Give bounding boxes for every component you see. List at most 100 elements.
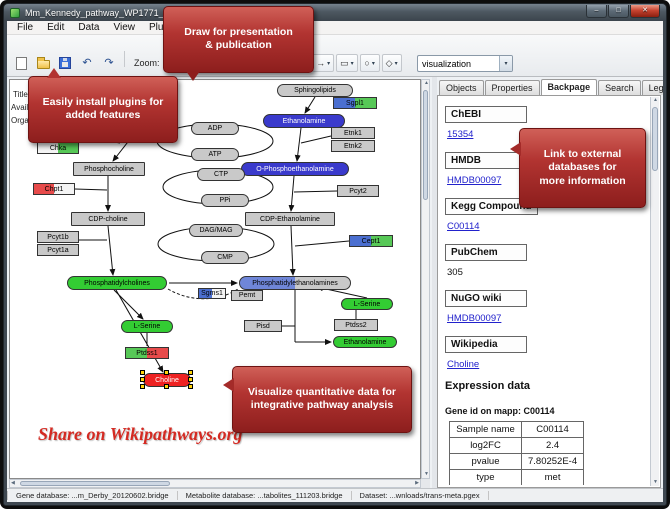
pathway-node[interactable]: PPi bbox=[201, 194, 249, 207]
backpage-link[interactable]: Choline bbox=[447, 359, 480, 370]
tab-legend[interactable]: Legend bbox=[641, 80, 663, 95]
backpage-section-header: PubChem bbox=[445, 244, 527, 261]
pathway-node[interactable]: Chpt1 bbox=[33, 183, 75, 195]
pathway-node[interactable]: CMP bbox=[201, 251, 249, 264]
selection-handle[interactable] bbox=[188, 384, 193, 389]
tab-properties[interactable]: Properties bbox=[484, 80, 540, 95]
scroll-up-icon[interactable]: ▲ bbox=[424, 80, 429, 86]
undo-button[interactable]: ↶ bbox=[77, 54, 97, 72]
gene-id-on-mapp: Gene id on mapp: C00114 bbox=[445, 406, 555, 416]
selection-handle[interactable] bbox=[164, 384, 169, 389]
pathway-node[interactable]: Sgpl1 bbox=[333, 97, 377, 109]
dropdown-arrow-icon[interactable]: ▾ bbox=[499, 56, 512, 71]
canvas-vertical-scrollbar[interactable]: ▲ ▼ bbox=[421, 79, 430, 479]
canvas-info-label: Organ bbox=[11, 116, 34, 125]
close-button[interactable]: ✕ bbox=[630, 4, 660, 18]
backpage-link[interactable]: C00114 bbox=[447, 221, 480, 232]
horizontal-scroll-thumb[interactable] bbox=[20, 481, 170, 486]
pathway-node[interactable]: Pisd bbox=[244, 320, 282, 332]
table-cell: pvalue bbox=[449, 453, 522, 470]
backpage-section-header: HMDB bbox=[445, 152, 527, 169]
pathway-node[interactable]: Pcyt1b bbox=[37, 231, 79, 243]
selection-handle[interactable] bbox=[188, 370, 193, 375]
menu-item-file[interactable]: File bbox=[17, 21, 34, 33]
menu-item-data[interactable]: Data bbox=[78, 21, 100, 33]
pathway-node[interactable]: Sgms1 bbox=[198, 288, 226, 299]
pathway-node[interactable]: Chka bbox=[37, 142, 79, 154]
app-icon bbox=[10, 7, 20, 18]
pathway-node[interactable]: Ptdss2 bbox=[334, 319, 378, 331]
scroll-right-icon[interactable]: ▶ bbox=[415, 480, 419, 486]
pathway-node[interactable]: DAG/MAG bbox=[189, 224, 243, 237]
panel-splitter[interactable] bbox=[432, 77, 437, 488]
pathway-node[interactable]: ATP bbox=[191, 148, 239, 161]
pathway-node[interactable]: Pcyt2 bbox=[337, 185, 379, 197]
visualization-combobox[interactable]: visualization▾ bbox=[417, 55, 513, 72]
tab-objects[interactable]: Objects bbox=[439, 80, 484, 95]
tab-backpage[interactable]: Backpage bbox=[540, 79, 598, 95]
save-button[interactable] bbox=[55, 54, 75, 72]
table-cell: 2.4 bbox=[520, 437, 585, 454]
tab-search[interactable]: Search bbox=[598, 80, 641, 95]
pathway-node[interactable]: ADP bbox=[191, 122, 239, 135]
callout-visualize: Visualize quantitative data for integrat… bbox=[223, 366, 412, 433]
backpage-link[interactable]: HMDB00097 bbox=[447, 175, 502, 186]
sidebar-scrollbar[interactable]: ▲ ▼ bbox=[650, 97, 659, 486]
menu-item-view[interactable]: View bbox=[113, 21, 135, 33]
pathway-node[interactable]: Pcyt1a bbox=[37, 244, 79, 256]
pathway-node[interactable]: Pemt bbox=[231, 290, 263, 301]
pathway-node[interactable]: Phosphocholine bbox=[73, 162, 145, 176]
sidebar-scroll-thumb[interactable] bbox=[652, 107, 658, 171]
backpage-link[interactable]: 15354 bbox=[447, 129, 474, 140]
pathway-node[interactable]: Ethanolamine bbox=[333, 336, 397, 348]
scroll-down-icon[interactable]: ▼ bbox=[424, 471, 429, 477]
canvas-info-label: Title: bbox=[13, 90, 31, 99]
callout-pointer-icon bbox=[223, 378, 234, 392]
scroll-left-icon[interactable]: ◀ bbox=[11, 480, 15, 486]
minimize-button[interactable]: – bbox=[586, 4, 607, 18]
ellipse-dropdown[interactable]: ○▾ bbox=[359, 54, 380, 72]
pathway-node[interactable]: CTP bbox=[197, 168, 245, 181]
rectangle-dropdown[interactable]: ▭▾ bbox=[336, 54, 358, 72]
pathway-node[interactable]: Ethanolamine bbox=[263, 114, 345, 128]
pathway-node[interactable]: L-Serine bbox=[341, 298, 393, 310]
backpage-link[interactable]: HMDB00097 bbox=[447, 313, 502, 324]
vertical-scroll-thumb[interactable] bbox=[423, 90, 428, 200]
scroll-up-icon[interactable]: ▲ bbox=[653, 97, 658, 103]
selection-handle[interactable] bbox=[140, 384, 145, 389]
redo-button[interactable]: ↷ bbox=[99, 54, 119, 72]
selection-handle[interactable] bbox=[140, 377, 145, 382]
shape-dropdown[interactable]: ◇▾ bbox=[381, 54, 402, 72]
pathway-node[interactable]: CDP-Ethanolamine bbox=[245, 212, 335, 226]
new-file-button[interactable] bbox=[11, 54, 31, 72]
table-cell: met bbox=[520, 469, 585, 485]
pathway-node[interactable]: CDP-choline bbox=[71, 212, 145, 226]
pathway-node[interactable]: Ptdss1 bbox=[125, 347, 169, 359]
selection-handle[interactable] bbox=[188, 377, 193, 382]
canvas-horizontal-scrollbar[interactable]: ◀ ▶ bbox=[9, 479, 421, 488]
scroll-down-icon[interactable]: ▼ bbox=[653, 479, 658, 485]
connector-dropdown[interactable]: →▾ bbox=[312, 54, 335, 72]
menu-item-edit[interactable]: Edit bbox=[47, 21, 65, 33]
pathway-node[interactable]: Phosphatidylcholines bbox=[67, 276, 167, 290]
titlebar[interactable]: Mm_Kennedy_pathway_WP1771_45176.gpml – □… bbox=[4, 4, 666, 21]
pathway-node[interactable]: Etnk1 bbox=[331, 127, 375, 139]
maximize-button[interactable]: □ bbox=[608, 4, 629, 18]
pathway-node[interactable]: Sphingolipids bbox=[277, 84, 353, 97]
pathway-node[interactable]: Cept1 bbox=[349, 235, 393, 247]
pathway-node[interactable]: Etnk2 bbox=[331, 140, 375, 152]
open-folder-button[interactable] bbox=[33, 54, 53, 72]
selection-handle[interactable] bbox=[164, 370, 169, 375]
pathway-node[interactable]: Phosphatidylethanolamines bbox=[239, 276, 351, 290]
rectangle-dropdown-icon: ▭ bbox=[340, 57, 349, 68]
pathway-node[interactable]: O-Phosphoethanolamine bbox=[241, 162, 349, 176]
pathway-node[interactable]: L-Serine bbox=[121, 320, 173, 333]
selection-handle[interactable] bbox=[140, 370, 145, 375]
